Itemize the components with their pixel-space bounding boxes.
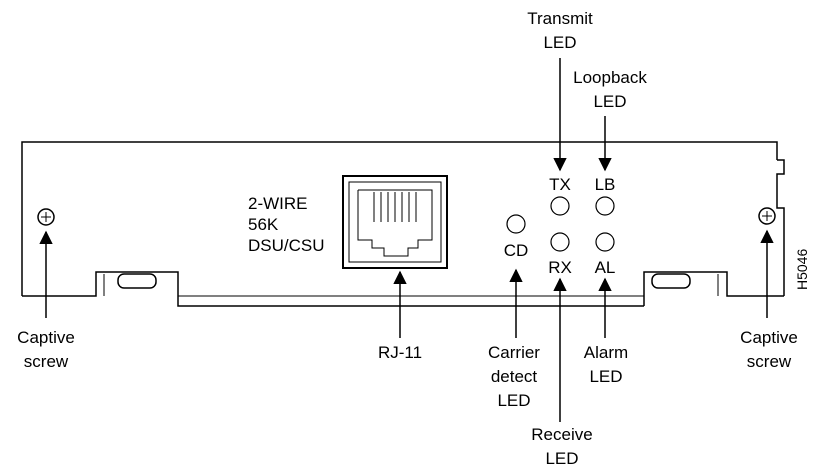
svg-text:Carrier: Carrier — [488, 343, 540, 362]
svg-text:LED: LED — [543, 33, 576, 52]
lb-led-label: LB — [595, 175, 616, 194]
svg-text:RJ-11: RJ-11 — [378, 343, 422, 362]
model-label: 2-WIRE 56K DSU/CSU — [248, 194, 325, 255]
model-label-line-1: 2-WIRE — [248, 194, 308, 213]
right-latch — [651, 273, 719, 296]
alarm-led-callout: Alarm LED — [584, 343, 628, 386]
rj11-jack — [342, 175, 448, 269]
svg-text:Transmit: Transmit — [527, 9, 593, 28]
svg-text:Captive: Captive — [740, 328, 798, 347]
receive-led-callout: Receive LED — [531, 425, 592, 468]
faceplate — [21, 141, 785, 307]
svg-text:Receive: Receive — [531, 425, 592, 444]
lb-led — [595, 196, 615, 216]
figure-id: H5046 — [794, 249, 810, 290]
svg-text:screw: screw — [24, 352, 69, 371]
al-led — [595, 232, 615, 252]
model-label-line-3: DSU/CSU — [248, 236, 325, 255]
svg-text:LED: LED — [497, 391, 530, 410]
model-label-line-2: 56K — [248, 215, 279, 234]
captive-screw-right-callout: Captive screw — [740, 328, 798, 371]
captive-screw-right — [758, 207, 776, 225]
rx-led — [550, 232, 570, 252]
svg-text:LED: LED — [589, 367, 622, 386]
cd-led-label: CD — [504, 241, 529, 260]
captive-screw-left-callout: Captive screw — [17, 328, 75, 371]
carrier-detect-led-callout: Carrier detect LED — [488, 343, 540, 410]
tx-led-label: TX — [549, 175, 571, 194]
loopback-led-callout: Loopback LED — [573, 68, 647, 111]
al-led-label: AL — [595, 258, 616, 277]
svg-text:screw: screw — [747, 352, 792, 371]
transmit-led-callout: Transmit LED — [527, 9, 593, 52]
svg-text:LED: LED — [545, 449, 578, 468]
svg-text:Loopback: Loopback — [573, 68, 647, 87]
cd-led — [506, 214, 526, 234]
left-latch — [103, 273, 157, 296]
svg-text:Captive: Captive — [17, 328, 75, 347]
svg-text:LED: LED — [593, 92, 626, 111]
svg-text:Alarm: Alarm — [584, 343, 628, 362]
tx-led — [550, 196, 570, 216]
svg-text:detect: detect — [491, 367, 538, 386]
captive-screw-left — [37, 208, 55, 226]
rx-led-label: RX — [548, 258, 572, 277]
rj11-callout: RJ-11 — [378, 343, 422, 362]
